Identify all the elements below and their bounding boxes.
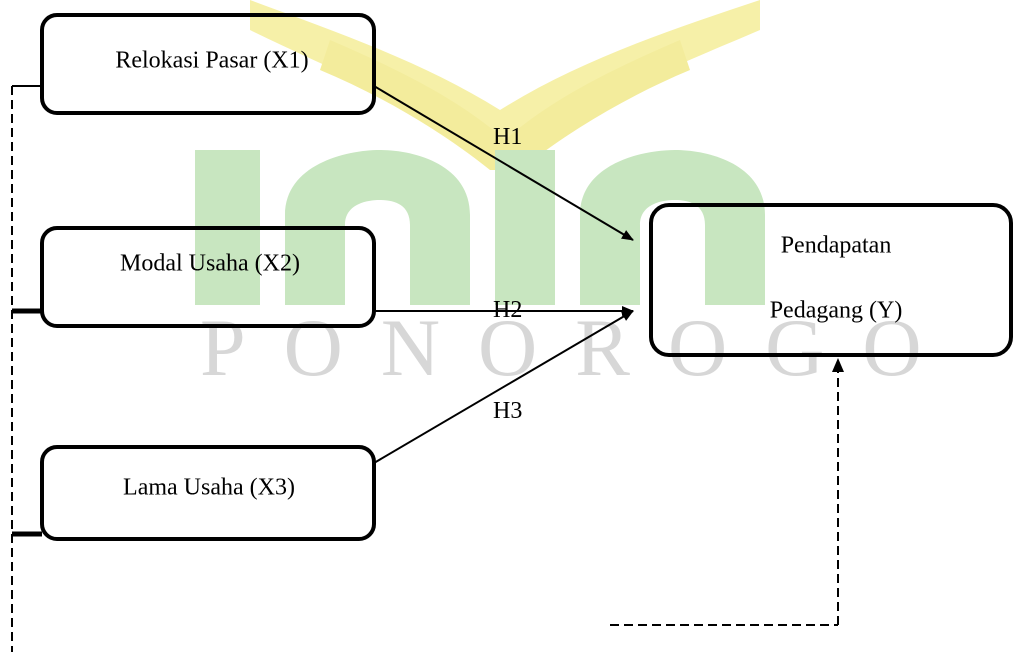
watermark-letter-i2 (495, 150, 555, 305)
watermark-logo: PONOROGO (195, 0, 960, 393)
dashed-arrowhead-up-icon (832, 358, 844, 372)
node-y-label-line2: Pedagang (Y) (770, 298, 903, 324)
node-x3-box (40, 445, 376, 541)
node-x3-label: Lama Usaha (X3) (123, 475, 295, 501)
edge-h3-label: H3 (493, 398, 522, 424)
watermark-leaf-shape-lower (320, 40, 690, 170)
node-x2-label: Modal Usaha (X2) (120, 251, 300, 277)
node-y: Pendapatan Pedagang (Y) (649, 203, 1013, 357)
node-x2-box (40, 226, 376, 328)
node-y-box (649, 203, 1013, 357)
node-y-label-line1: Pendapatan (781, 233, 892, 259)
watermark-text: PONOROGO (200, 302, 960, 393)
edge-h2-label: H2 (493, 297, 522, 323)
arrow-h1 (373, 85, 634, 241)
edge-h1-label: H1 (493, 124, 522, 150)
node-x1-box (40, 13, 376, 115)
node-x3: Lama Usaha (X3) (40, 445, 376, 541)
arrow-h3 (373, 310, 634, 464)
watermark-letter-n (580, 150, 765, 305)
node-x2: Modal Usaha (X2) (40, 226, 376, 328)
node-x1-label: Relokasi Pasar (X1) (115, 48, 308, 74)
watermark-letter-a (285, 150, 470, 305)
node-x1: Relokasi Pasar (X1) (40, 13, 376, 115)
